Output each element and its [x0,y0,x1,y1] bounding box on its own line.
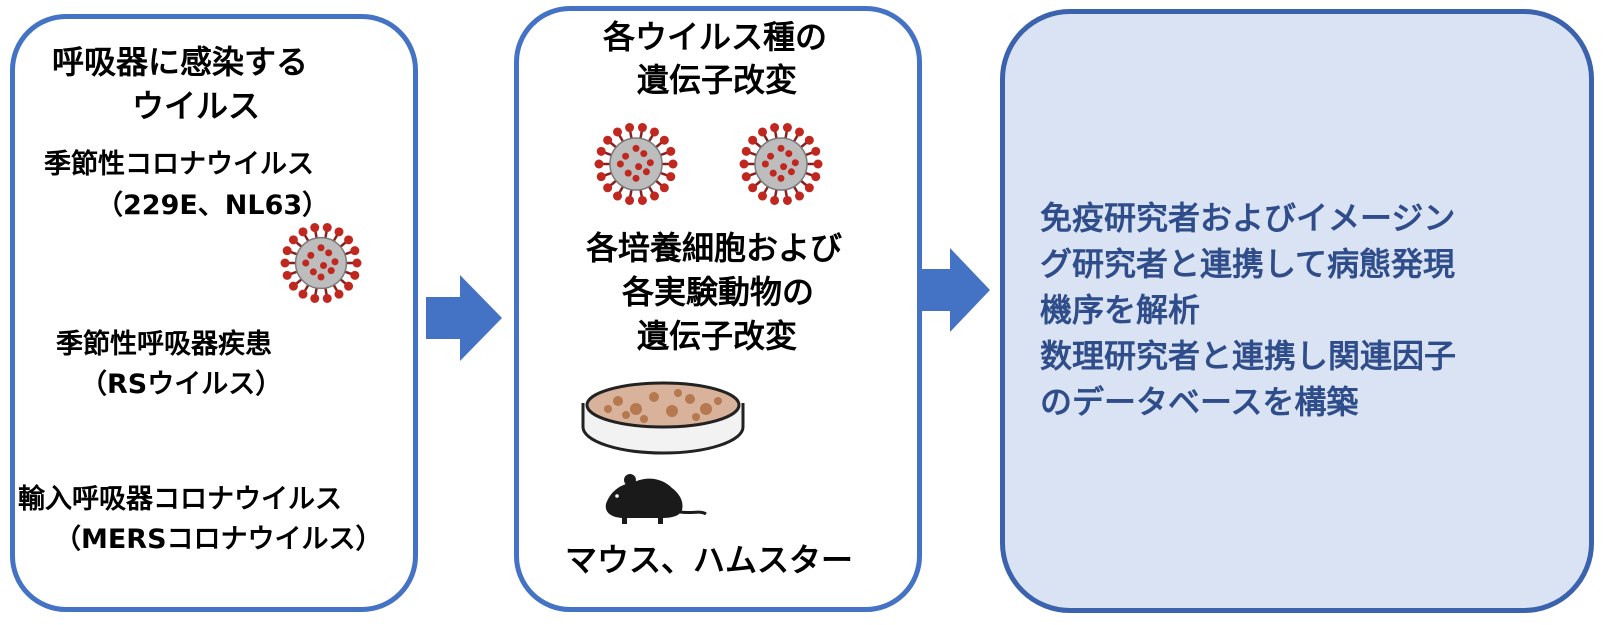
virus-icon [280,223,362,303]
panel1-item1-line2: （229E、NL63） [96,190,330,221]
panel3-text: 免疫研究者およびイメージン グ研究者と連携して病態発現 機序を解析 数理研究者と… [1040,195,1456,425]
arrow-right-icon [918,248,990,332]
panel3-line: グ研究者と連携して病態発現 [1040,245,1456,283]
virus-icon [739,123,823,205]
panel2-heading-line1: 各ウイルス種の [603,18,828,56]
panel2-animals: マウス、ハムスター [565,541,854,579]
panel3-line: のデータベースを構築 [1040,383,1359,421]
panel3-line: 機序を解析 [1040,291,1201,329]
panel1-heading-line2: ウイルス [132,87,261,125]
panel2-heading-line2: 遺伝子改変 [637,61,798,99]
panel1-item1-line1: 季節性コロナウイルス [44,149,314,180]
petri-dish-icon [581,381,745,455]
panel1-item3-line2: （MERSコロナウイルス） [54,524,383,555]
panel1-item3-line1: 輸入呼吸器コロナウイルス [18,484,342,515]
panel-research-collaboration [1000,9,1594,613]
panel3-line: 免疫研究者およびイメージン [1040,199,1456,237]
panel-respiratory-viruses [10,14,418,612]
panel2-body-line1: 各培養細胞および [586,229,843,267]
panel-genetic-modification [514,6,922,612]
panel1-item2-line1: 季節性呼吸器疾患 [56,329,272,360]
panel2-body-line2: 各実験動物の [622,273,815,311]
mouse-icon [605,474,707,524]
virus-icon [594,123,678,205]
arrow-right-icon [426,275,502,361]
panel1-heading-line1: 呼吸器に感染する [52,43,309,81]
panel1-item2-line2: （RSウイルス） [80,369,283,400]
panel2-body-line3: 遺伝子改変 [637,317,798,355]
panel3-line: 数理研究者と連携し関連因子 [1040,337,1457,375]
